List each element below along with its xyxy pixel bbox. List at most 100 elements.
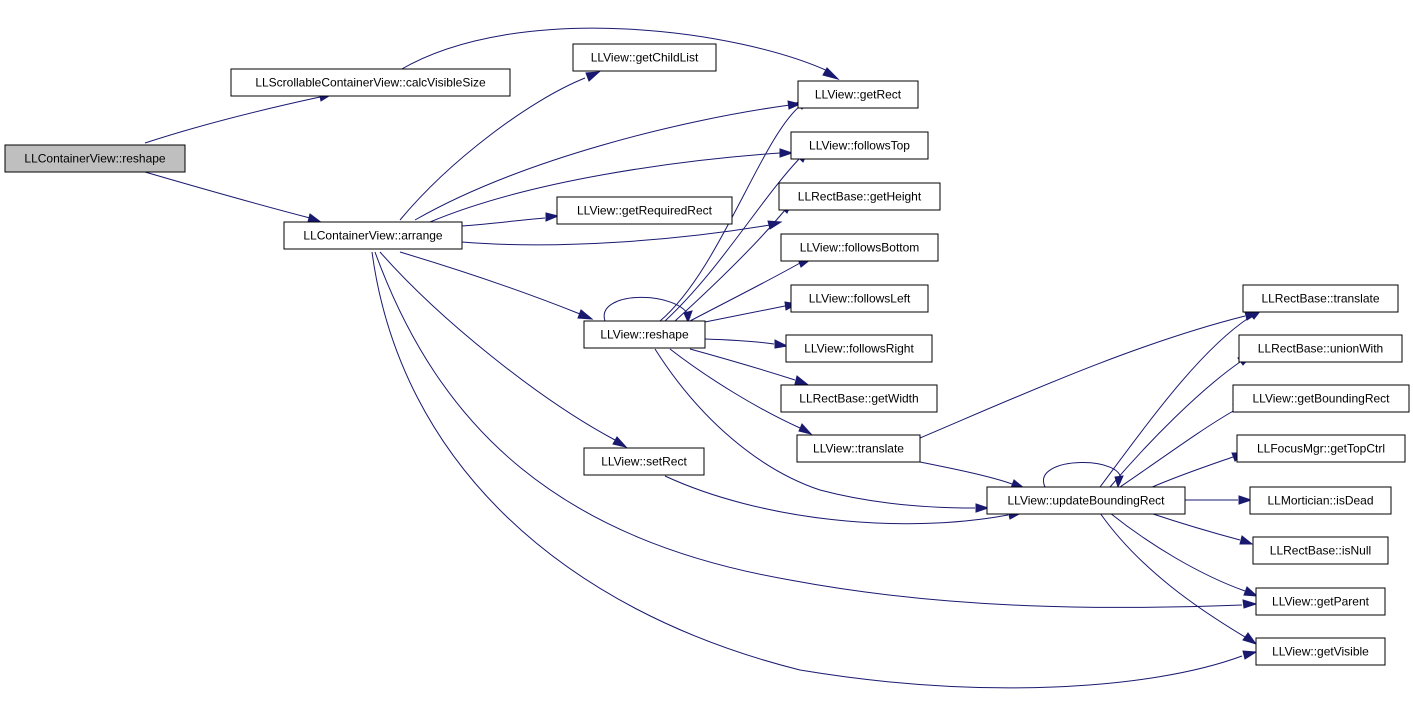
edge-arrange-getrect	[414, 104, 791, 221]
node-llview-getboundingrect[interactable]: LLView::getBoundingRect	[1232, 384, 1410, 413]
arrowhead	[1243, 586, 1259, 597]
edge-vreshape-vtranslate	[669, 348, 801, 429]
edge-vreshape-updbound	[654, 348, 976, 509]
edge-vreshape-getheight	[674, 209, 786, 322]
edge-arrange-setrect	[379, 251, 616, 441]
edge-setrect-updbound	[664, 475, 1009, 525]
svg-text:LLView::followsBottom: LLView::followsBottom	[800, 241, 920, 255]
svg-text:LLView::reshape: LLView::reshape	[600, 328, 689, 342]
node-llview-followstop[interactable]: LLView::followsTop	[790, 131, 929, 160]
edge-vreshape-followstop	[664, 157, 801, 322]
node-llmortician-isdead[interactable]: LLMortician::isDead	[1249, 486, 1392, 515]
edge-calcvis-getrect	[399, 27, 831, 73]
node-llview-getrect[interactable]: LLView::getRect	[797, 80, 919, 109]
node-llview-followsleft[interactable]: LLView::followsLeft	[790, 284, 929, 313]
edge-vtranslate-rbtranslate	[919, 315, 1246, 439]
node-llscrollablecontainerview-calcvisiblesize[interactable]: LLScrollableContainerView::calcVisibleSi…	[230, 68, 511, 97]
svg-text:LLView::followsLeft: LLView::followsLeft	[809, 292, 911, 306]
node-llcontainerview-arrange[interactable]: LLContainerView::arrange	[283, 221, 463, 250]
node-llview-getvisible[interactable]: LLView::getVisible	[1255, 637, 1386, 666]
edge-arrange-getreqrect	[461, 217, 546, 227]
node-llrectbase-isnull[interactable]: LLRectBase::isNull	[1252, 536, 1389, 565]
arrowhead	[787, 100, 802, 110]
edge-vreshape-followsbottom	[689, 262, 801, 322]
node-llview-followsright[interactable]: LLView::followsRight	[785, 334, 933, 363]
edge-arrange-getparent	[374, 251, 1243, 608]
node-llrectbase-getwidth[interactable]: LLRectBase::getWidth	[780, 384, 938, 413]
edge-vreshape-getrect	[659, 105, 801, 322]
svg-text:LLView::setRect: LLView::setRect	[601, 455, 687, 469]
node-llcontainerview-reshape[interactable]: LLContainerView::reshape	[4, 144, 186, 173]
edge-root-arrange	[144, 171, 311, 219]
svg-text:LLRectBase::getWidth: LLRectBase::getWidth	[799, 392, 918, 406]
svg-text:LLMortician::isDead: LLMortician::isDead	[1267, 494, 1373, 508]
edge-vreshape-followsright	[704, 338, 775, 345]
node-llview-translate[interactable]: LLView::translate	[796, 434, 921, 463]
svg-text:LLView::getParent: LLView::getParent	[1272, 595, 1370, 609]
arrowhead	[1242, 632, 1258, 645]
svg-text:LLView::getVisible: LLView::getVisible	[1272, 645, 1369, 659]
node-llrectbase-getheight[interactable]: LLRectBase::getHeight	[778, 182, 941, 211]
arrowhead	[683, 310, 693, 324]
arrowhead	[1242, 599, 1258, 609]
svg-text:LLView::updateBoundingRect: LLView::updateBoundingRect	[1007, 494, 1165, 508]
edge-updbound-isnull	[1149, 512, 1241, 541]
arrowhead	[1238, 495, 1253, 505]
arrowhead	[975, 503, 990, 513]
arrowhead	[612, 436, 628, 448]
node-llview-getchildlist[interactable]: LLView::getChildList	[572, 43, 717, 72]
edge-updbound-rbtranslate	[1099, 316, 1251, 488]
svg-text:LLView::getChildList: LLView::getChildList	[591, 51, 699, 65]
edge-updbound-unionwith	[1109, 361, 1241, 488]
edges-layer	[144, 27, 1263, 689]
arrowhead	[545, 212, 560, 222]
arrowhead	[794, 375, 809, 385]
edge-updbound-gettopctrl	[1149, 456, 1234, 489]
svg-text:LLView::getBoundingRect: LLView::getBoundingRect	[1253, 392, 1391, 406]
edge-arrange-followstop	[429, 152, 781, 223]
arrowhead	[822, 67, 840, 80]
arrowhead	[585, 71, 601, 82]
svg-text:LLView::getRequiredRect: LLView::getRequiredRect	[577, 204, 713, 218]
edge-arrange-vreshape	[399, 251, 581, 315]
edge-updbound-getparent	[1109, 512, 1246, 592]
svg-text:LLContainerView::reshape: LLContainerView::reshape	[24, 152, 166, 166]
svg-text:LLRectBase::unionWith: LLRectBase::unionWith	[1258, 342, 1383, 356]
svg-text:LLView::followsRight: LLView::followsRight	[804, 342, 914, 356]
arrowhead	[1239, 535, 1254, 545]
arrowhead	[779, 148, 794, 158]
edge-arrange-getchildlist	[399, 77, 586, 221]
edge-arrange-getheight	[461, 224, 771, 246]
arrowhead	[774, 339, 789, 349]
node-llview-updateboundingrect[interactable]: LLView::updateBoundingRect	[986, 486, 1186, 515]
node-llrectbase-unionwith[interactable]: LLRectBase::unionWith	[1238, 334, 1403, 363]
svg-text:LLRectBase::isNull: LLRectBase::isNull	[1270, 544, 1371, 558]
arrowhead	[577, 309, 594, 320]
svg-text:LLView::translate: LLView::translate	[813, 442, 904, 456]
node-llfocusmgr-gettopctrl[interactable]: LLFocusMgr::getTopCtrl	[1236, 434, 1406, 463]
arrowhead	[1242, 650, 1258, 660]
svg-text:LLFocusMgr::getTopCtrl: LLFocusMgr::getTopCtrl	[1257, 442, 1385, 456]
edge-updbound-getbounding	[1119, 409, 1236, 488]
arrowhead	[798, 423, 813, 435]
node-llview-reshape[interactable]: LLView::reshape	[583, 320, 706, 349]
nodes-layer: LLContainerView::reshape LLScrollableCon…	[4, 43, 1410, 666]
node-llview-getrequiredrect[interactable]: LLView::getRequiredRect	[556, 196, 733, 225]
node-llview-setrect[interactable]: LLView::setRect	[583, 447, 705, 476]
svg-text:LLRectBase::getHeight: LLRectBase::getHeight	[798, 190, 922, 204]
svg-text:LLContainerView::arrange: LLContainerView::arrange	[303, 229, 443, 243]
edge-root-calcvis	[144, 96, 321, 144]
edge-updbound-getvisible	[1099, 512, 1246, 638]
edge-vreshape-getwidth	[689, 348, 796, 381]
edge-updbound-self	[1042, 462, 1121, 488]
edge-vreshape-self	[603, 296, 691, 322]
edge-vreshape-followsleft	[704, 305, 786, 323]
svg-text:LLView::followsTop: LLView::followsTop	[809, 139, 910, 153]
svg-text:LLRectBase::translate: LLRectBase::translate	[1261, 292, 1379, 306]
edge-vtranslate-updbound	[919, 461, 1013, 485]
node-llview-followsbottom[interactable]: LLView::followsBottom	[780, 233, 939, 262]
svg-text:LLScrollableContainerView::cal: LLScrollableContainerView::calcVisibleSi…	[255, 76, 486, 90]
node-llview-getparent[interactable]: LLView::getParent	[1255, 587, 1386, 616]
node-llrectbase-translate[interactable]: LLRectBase::translate	[1242, 284, 1399, 313]
